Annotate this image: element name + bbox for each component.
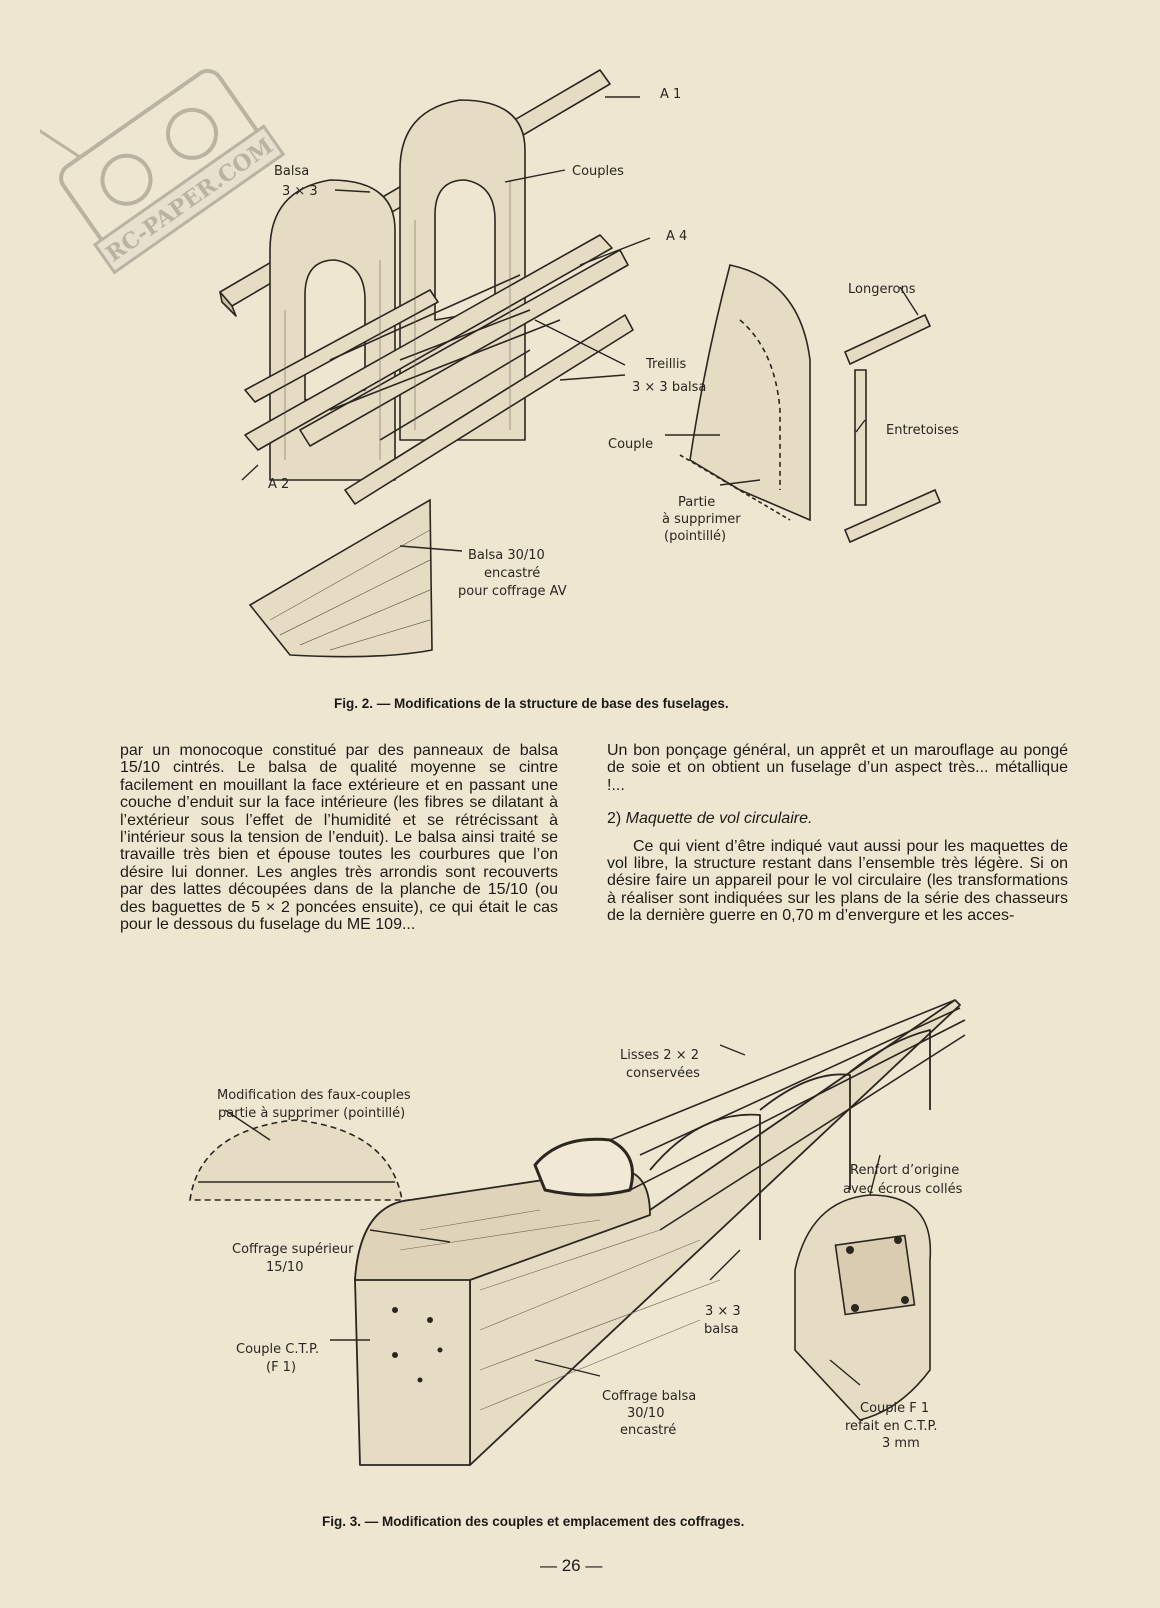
fig2-caption: Fig. 2. — Modifications de la structure …	[334, 696, 729, 711]
label-partie-1: Partie	[678, 495, 716, 510]
label-treillis-size: 3 × 3 balsa	[632, 380, 707, 395]
section-heading: 2) Maquette de vol circulaire.	[607, 810, 1068, 827]
label-coffrage-balsa-2: 30/10	[627, 1406, 665, 1421]
label-couple-f1-2: refait en C.T.P.	[845, 1419, 938, 1434]
label-couple: Couple	[608, 437, 654, 452]
label-balsa-size: 3 × 3	[282, 184, 318, 199]
fig2-fuselage-structure-diagram	[219, 69, 942, 658]
label-entretoises: Entretoises	[886, 423, 959, 438]
section-number: 2)	[607, 810, 626, 828]
label-couple-ctp-2: (F 1)	[266, 1360, 297, 1375]
label-coffrage-balsa-1: Coffrage balsa	[602, 1389, 697, 1404]
label-coffrage-balsa-3: encastré	[620, 1423, 677, 1438]
label-balsa: Balsa	[274, 164, 310, 179]
text-column-right: Un bon ponçage général, un apprêt et un …	[607, 742, 1068, 925]
label-renfort-2: avec écrous collés	[843, 1182, 963, 1197]
label-couple-ctp-1: Couple C.T.P.	[236, 1342, 319, 1357]
label-balsa-1: 3 × 3	[705, 1304, 741, 1319]
label-couple-f1-1: Couple F 1	[860, 1401, 930, 1416]
label-treillis: Treillis	[646, 357, 687, 372]
left-paragraph: par un monocoque constitué par des panne…	[120, 742, 558, 934]
right-paragraph-2: Ce qui vient d’être indiqué vaut aussi p…	[607, 837, 1068, 925]
label-faux-2: partie à supprimer (pointillé)	[218, 1106, 406, 1121]
label-faux-1: Modification des faux-couples	[217, 1088, 411, 1103]
label-coffrage-sup-2: 15/10	[266, 1260, 304, 1275]
label-a1: A 1	[660, 87, 682, 102]
fig3-fuselage-coffrage-diagram	[189, 999, 966, 1466]
label-lisses-2: conservées	[626, 1066, 700, 1081]
label-couples: Couples	[572, 164, 624, 179]
label-couple-f1-3: 3 mm	[882, 1436, 920, 1451]
rc-paper-watermark-icon: RC-PAPER.COM	[40, 68, 286, 275]
section-title: Maquette de vol circulaire.	[625, 810, 813, 828]
label-balsa-2: balsa	[704, 1322, 739, 1337]
label-longerons: Longerons	[848, 282, 916, 297]
label-lisses-1: Lisses 2 × 2	[620, 1048, 700, 1063]
label-coffrage-sup-1: Coffrage supérieur	[232, 1242, 354, 1257]
label-partie-3: (pointillé)	[664, 529, 727, 544]
page-number: — 26 —	[540, 1556, 603, 1575]
label-coffrage-2: encastré	[484, 566, 541, 581]
text-column-left: par un monocoque constitué par des panne…	[120, 742, 558, 933]
label-a2: A 2	[268, 477, 290, 492]
fig3-caption: Fig. 3. — Modification des couples et em…	[322, 1514, 745, 1529]
label-coffrage-1: Balsa 30/10	[468, 548, 545, 563]
label-renfort-1: Renfort d’origine	[850, 1163, 960, 1178]
right-paragraph-1: Un bon ponçage général, un apprêt et un …	[607, 742, 1068, 794]
label-a4: A 4	[666, 229, 688, 244]
label-partie-2: à supprimer	[662, 512, 741, 527]
label-coffrage-3: pour coffrage AV	[458, 584, 567, 599]
